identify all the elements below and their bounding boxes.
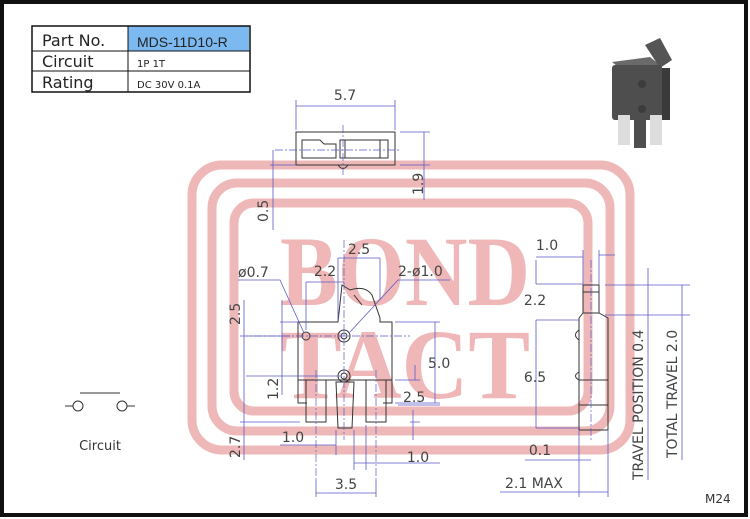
circuit-label: Circuit [42, 52, 94, 71]
front-view: 2.5 2.2 ø0.7 2-ø1.0 2.5 5.0 2.5 1.2 2.7 … [228, 240, 450, 497]
side-offset-dim: 0.1 [529, 443, 551, 459]
total-travel-dim: TOTAL TRAVEL 2.0 [665, 330, 681, 459]
rating-value: DC 30V 0.1A [137, 80, 201, 91]
hole-offset-dim: 2.2 [314, 264, 336, 280]
actuator-width-dim: 2.5 [348, 242, 370, 258]
watermark-line2: TACT [280, 309, 530, 420]
side-thickness-dim: 2.1 MAX [505, 476, 563, 492]
top-width-dim: 5.7 [334, 88, 356, 104]
circuit-value: 1P 1T [137, 59, 166, 70]
hole-small-dim: ø0.7 [238, 265, 269, 281]
top-offset-dim: 0.5 [256, 200, 272, 222]
circuit-symbol: Circuit [65, 392, 135, 454]
top-view: 5.7 1.9 0.5 [256, 88, 430, 230]
spec-table: Part No. MDS-11D10-R Circuit 1P 1T Ratin… [31, 25, 251, 93]
drawing-code: M24 [705, 492, 731, 506]
plunger-width-dim: 1.0 [536, 238, 558, 254]
side-body-height-dim: 6.5 [524, 370, 546, 386]
part-no-value: MDS-11D10-R [137, 34, 228, 50]
travel-position-dim: TRAVEL POSITION 0.4 [631, 329, 647, 481]
terminal-width-left-dim: 1.0 [282, 430, 304, 446]
plunger-height-dim: 2.2 [524, 293, 546, 309]
body-height-dim: 5.0 [428, 356, 450, 372]
side-view: 1.0 2.2 6.5 0.1 2.1 MAX TRAVEL POSITION … [500, 238, 690, 497]
terminal-width-right-dim: 1.0 [407, 450, 429, 466]
terminal-span-dim: 3.5 [335, 477, 357, 493]
hole-spacing-dim: 1.2 [266, 378, 282, 400]
circuit-symbol-label: Circuit [79, 439, 121, 454]
holes-dim: 2-ø1.0 [398, 264, 443, 280]
part-no-label: Part No. [42, 31, 105, 50]
watermark-line1: BOND [280, 216, 530, 327]
terminal-pitch-dim: 2.5 [403, 390, 425, 406]
actuator-height-dim: 2.5 [228, 303, 244, 325]
top-height-dim: 1.9 [411, 173, 427, 195]
terminal-length-dim: 2.7 [228, 436, 244, 458]
rating-label: Rating [42, 73, 94, 92]
product-3d-image [612, 38, 672, 148]
